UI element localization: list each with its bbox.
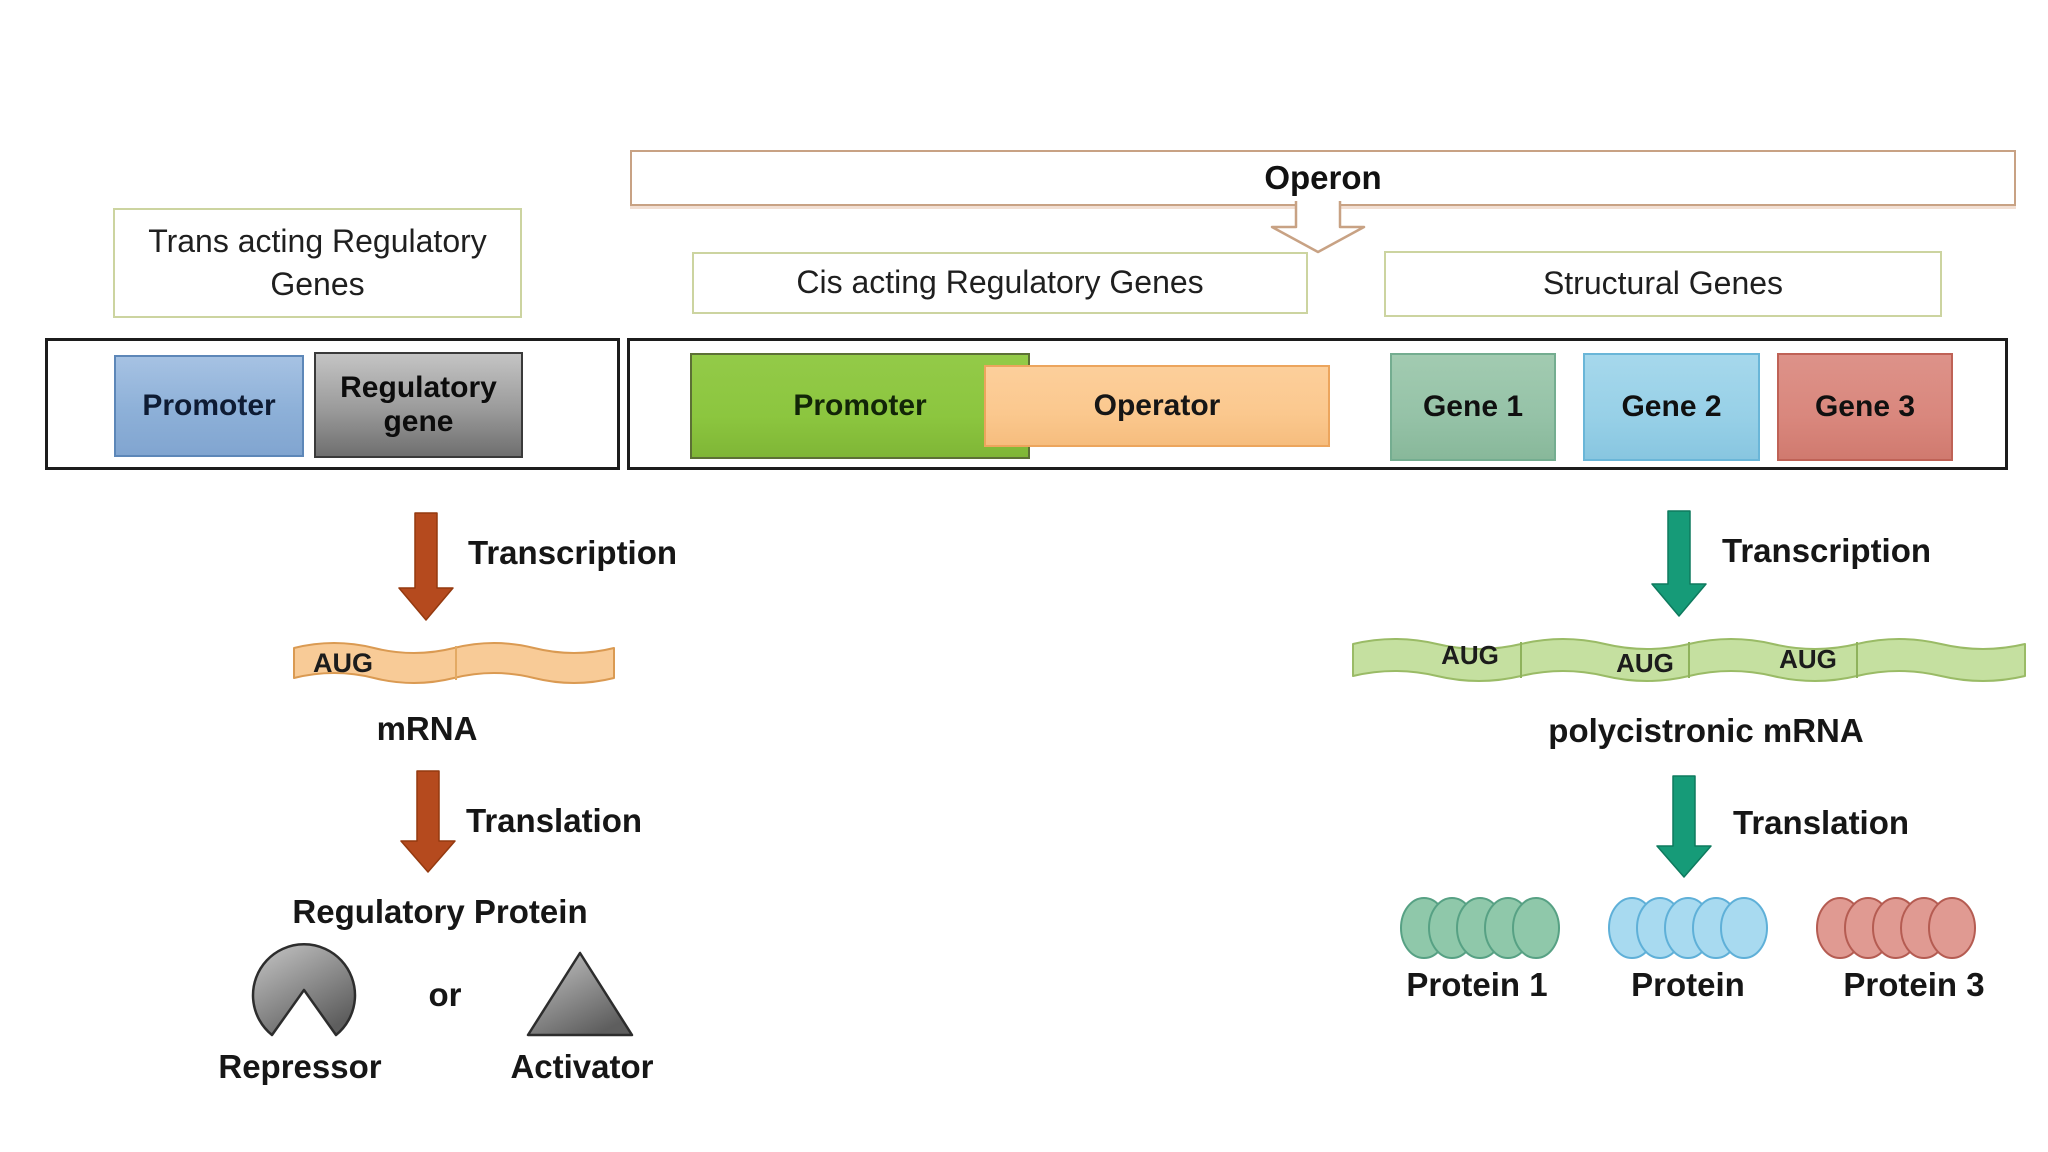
mrna-ribbon (293, 642, 615, 684)
regulatory-promoter-box: Promoter (114, 355, 304, 457)
trans-acting-regulatory-genes-box: Trans acting Regulatory Genes (113, 208, 522, 318)
operon-operator-box: Operator (984, 365, 1330, 447)
protein-1-label: Protein 1 (1406, 966, 1548, 1003)
left-transcription-label: Transcription (468, 534, 678, 571)
right-transcription-arrow (1651, 510, 1707, 617)
right-translation-arrow (1656, 775, 1712, 878)
left-translation-label: Translation (466, 802, 643, 839)
protein-3-label: Protein 3 (1843, 966, 1985, 1003)
gene-2-box: Gene 2 (1583, 353, 1760, 461)
structural-genes-box: Structural Genes (1384, 251, 1942, 317)
protein-1-beads-icon (1400, 897, 1560, 959)
protein-2-label: Protein (1631, 966, 1745, 1003)
gene-3-box: Gene 3 (1777, 353, 1953, 461)
right-transcription-label: Transcription (1722, 532, 1932, 569)
or-label: or (428, 976, 462, 1013)
left-translation-arrow (400, 770, 456, 873)
protein-3-beads-icon (1816, 897, 1976, 959)
poly-mrna-aug-label-3: AUG (1779, 644, 1837, 674)
polycistronic-mrna-label: polycistronic mRNA (1548, 712, 1864, 749)
operon-box: Operon (630, 150, 2016, 206)
poly-mrna-aug-label-2: AUG (1616, 648, 1674, 678)
cis-acting-regulatory-genes-box: Cis acting Regulatory Genes (692, 252, 1308, 314)
operon-promoter-box: Promoter (690, 353, 1030, 459)
activator-icon (526, 951, 634, 1037)
activator-label: Activator (510, 1048, 654, 1085)
regulatory-gene-box: Regulatory gene (314, 352, 523, 458)
repressor-label: Repressor (218, 1048, 382, 1085)
right-translation-label: Translation (1733, 804, 1910, 841)
regulatory-protein-label: Regulatory Protein (292, 893, 588, 930)
operon-dna-container: Promoter Operator Gene 1 Gene 2 Gene 3 (627, 338, 2008, 470)
poly-mrna-aug-label-1: AUG (1441, 640, 1499, 670)
regulatory-dna-container: Promoter Regulatory gene (45, 338, 620, 470)
repressor-icon (251, 943, 357, 1037)
mrna-aug-label: AUG (313, 648, 373, 678)
left-transcription-arrow (398, 512, 454, 621)
operon-down-arrow (1270, 201, 1366, 254)
protein-2-beads-icon (1608, 897, 1768, 959)
polycistronic-mrna-ribbon (1352, 638, 2026, 682)
mrna-label: mRNA (376, 710, 478, 747)
gene-1-box: Gene 1 (1390, 353, 1556, 461)
